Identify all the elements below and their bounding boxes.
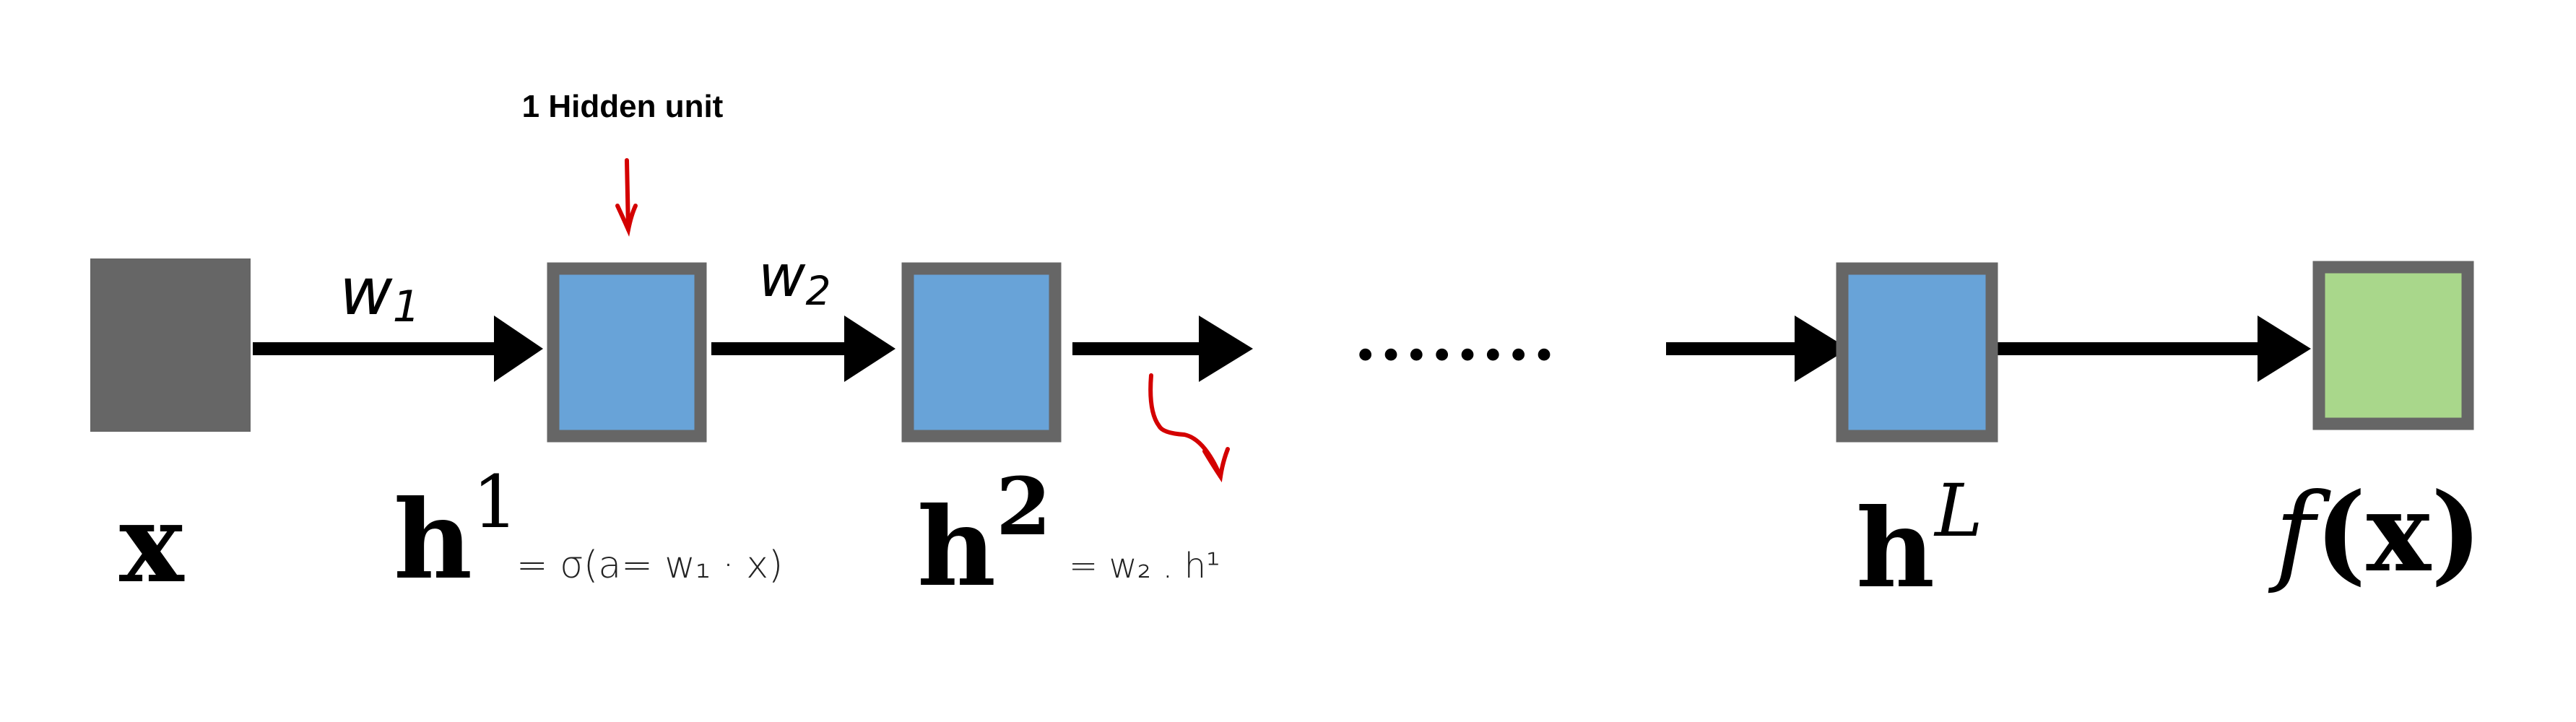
arrows bbox=[253, 316, 2311, 382]
hidden-node-hL bbox=[1836, 262, 1998, 443]
output-label: f(x) bbox=[2268, 469, 2482, 596]
arrow-h1-h2 bbox=[711, 316, 895, 382]
red-down-arrow-icon bbox=[615, 158, 638, 237]
hL-label: hL bbox=[1856, 469, 1982, 612]
weight-w2-label: w2 bbox=[758, 243, 831, 314]
h2-label: h2 = w₂ . h¹ bbox=[917, 460, 1220, 611]
svg-text:hL: hL bbox=[1856, 469, 1982, 612]
h1-label: h1 = σ(a= w₁ · x) bbox=[394, 460, 783, 604]
arrow-input-h1 bbox=[253, 316, 543, 382]
arrow-h2-next bbox=[1072, 316, 1253, 382]
red-curved-arrow-icon bbox=[1148, 373, 1230, 483]
arrow-hL-output bbox=[1998, 316, 2311, 382]
arrow-prev-hL bbox=[1666, 316, 1849, 382]
hidden-unit-annotation: 1 Hidden unit bbox=[522, 89, 724, 124]
hidden-node-h1 bbox=[547, 262, 707, 443]
svg-text:f(x): f(x) bbox=[2268, 469, 2482, 596]
output-node bbox=[2312, 261, 2474, 430]
svg-text:h1: h1 bbox=[394, 460, 519, 604]
input-label: x bbox=[119, 480, 185, 607]
svg-text:h2: h2 bbox=[917, 460, 1051, 611]
h1-equation: = σ(a= w₁ · x) bbox=[516, 544, 783, 587]
hidden-node-h2 bbox=[901, 262, 1062, 443]
weight-w1-label: w1 bbox=[339, 254, 420, 332]
h2-equation: = w₂ . h¹ bbox=[1069, 546, 1220, 586]
layers-ellipsis: ........ bbox=[1354, 299, 1558, 375]
input-node bbox=[90, 258, 251, 432]
